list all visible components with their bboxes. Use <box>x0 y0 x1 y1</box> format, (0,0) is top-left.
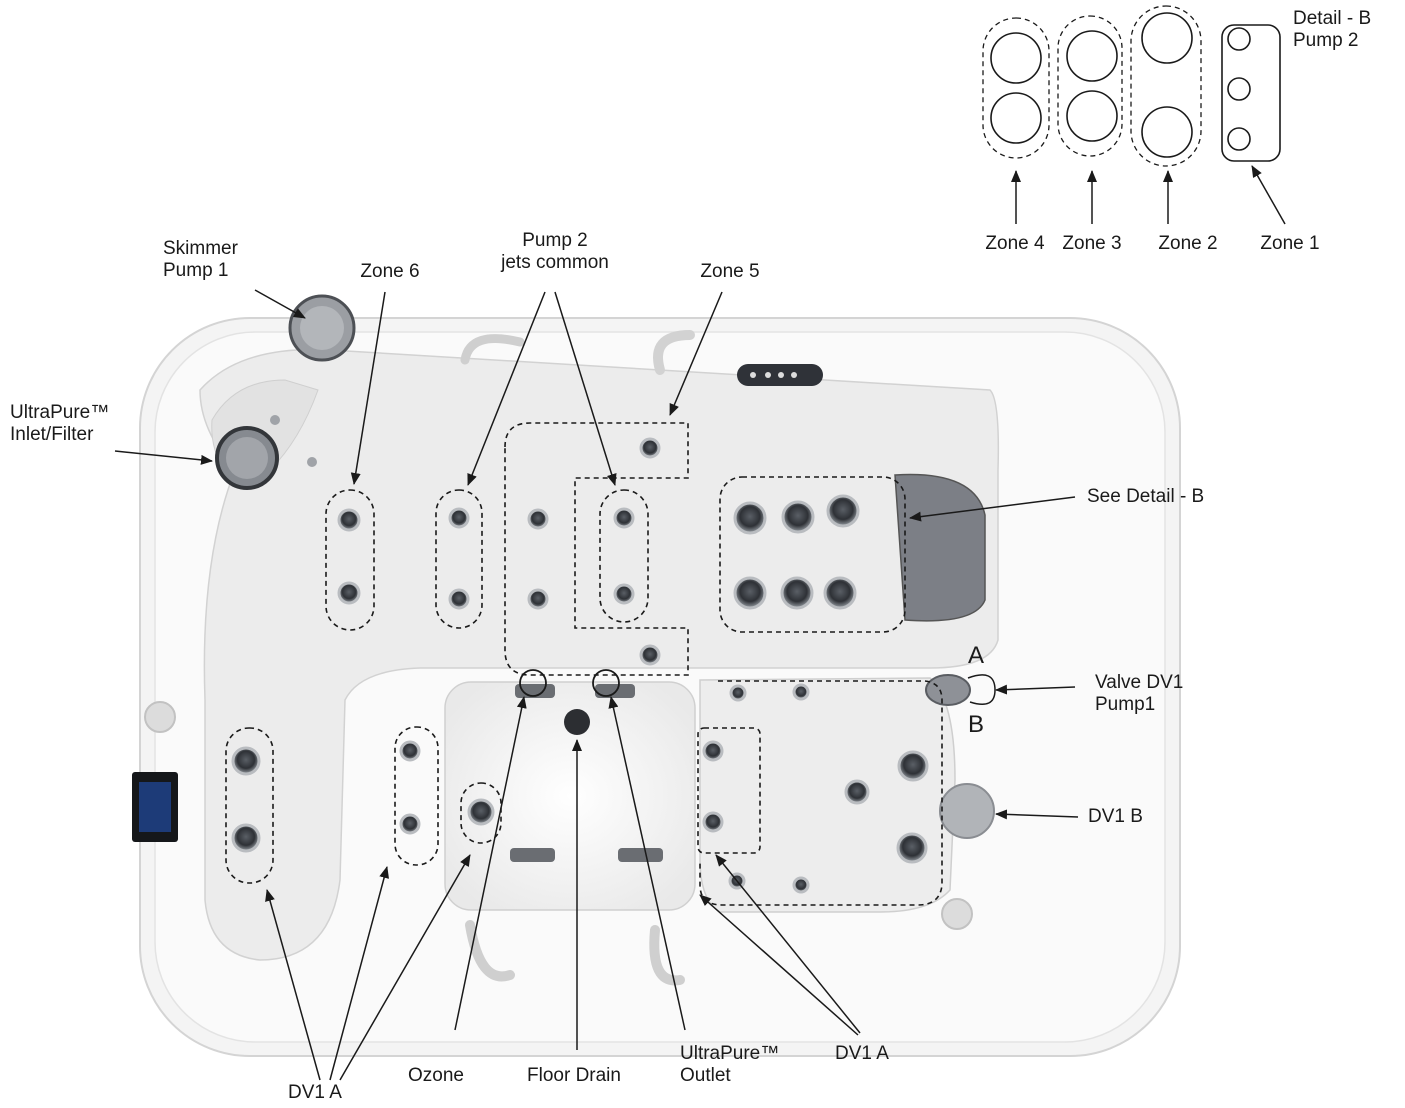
zone-6-label: Zone 6 <box>360 261 420 282</box>
callout-arrows <box>114 289 1079 1081</box>
floor-drain-label: Floor Drain <box>527 1065 621 1086</box>
valve-loop <box>967 674 996 705</box>
zone-5-label: Zone 5 <box>700 261 760 282</box>
zone-3-label: Zone 3 <box>1062 233 1122 254</box>
zone-4-label: Zone 4 <box>985 233 1045 254</box>
outlet-circles <box>519 669 620 697</box>
zone-1-label: Zone 1 <box>1260 233 1320 254</box>
dv1b-label: DV1 B <box>1088 806 1143 827</box>
ozone-label: Ozone <box>408 1065 464 1086</box>
valve-b-label: B <box>968 711 985 738</box>
zone-2-label: Zone 2 <box>1158 233 1218 254</box>
detail-b-graphic <box>982 5 1281 167</box>
see-detail-label: See Detail - B <box>1087 486 1205 507</box>
tub-shell <box>132 294 1181 1057</box>
valve-a-label: A <box>968 642 985 669</box>
detail-b-arrows <box>1011 165 1286 225</box>
dv1a-left-label: DV1 A <box>288 1082 342 1103</box>
dv1a-right-label: DV1 A <box>835 1043 889 1064</box>
jets <box>231 437 929 894</box>
